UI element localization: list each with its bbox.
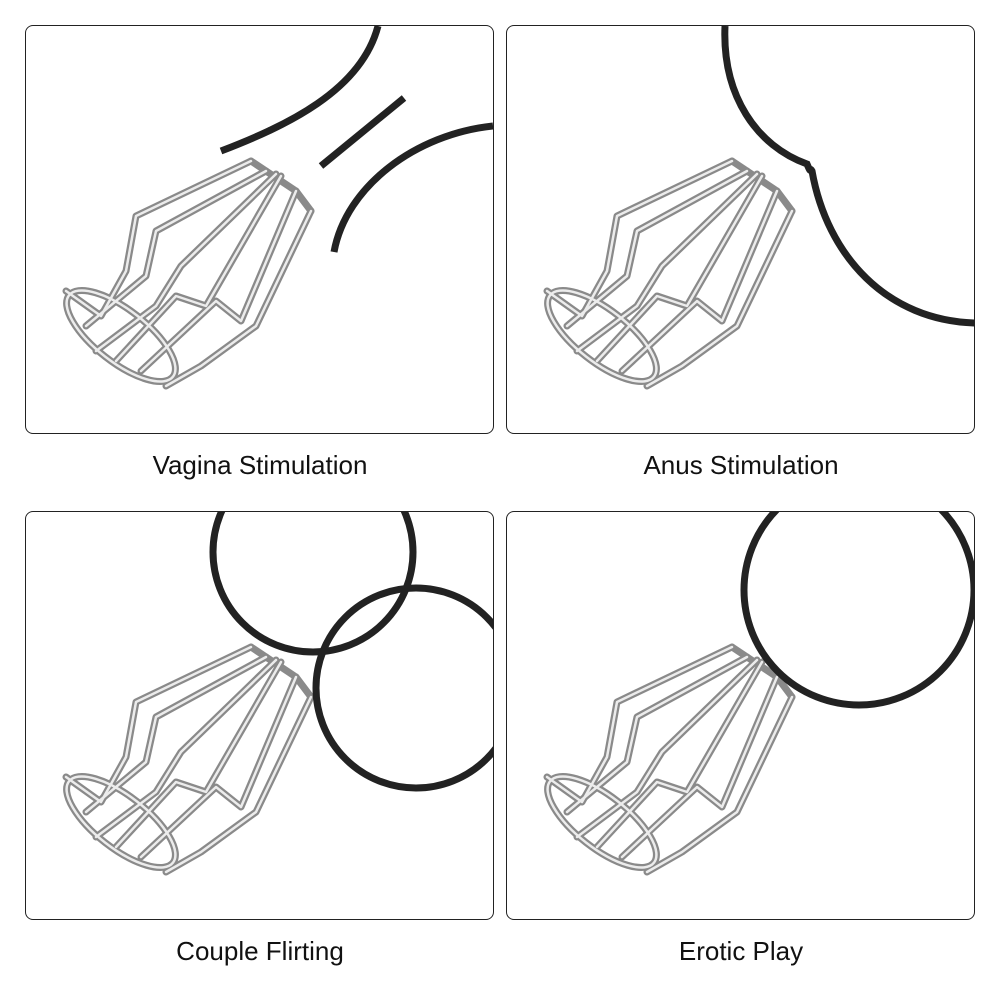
cage-plug-image [534, 161, 792, 397]
body-outline [721, 26, 974, 327]
body-outline [740, 512, 974, 709]
usage-illustration [26, 512, 493, 919]
panel-label: Erotic Play [678, 936, 804, 966]
panel-couple-flirting [25, 511, 494, 920]
panel-label: Vagina Stimulation [152, 450, 368, 480]
ring-outlines [209, 512, 493, 792]
panel-anus-stimulation [506, 25, 975, 434]
panel-erotic-play [506, 511, 975, 920]
panel-vagina-stimulation [25, 25, 494, 434]
body-outline [219, 26, 493, 253]
cage-plug-image [53, 647, 311, 883]
cage-plug-image [53, 161, 311, 397]
cage-plug-image [534, 647, 792, 883]
usage-illustration [26, 26, 493, 433]
usage-illustration [507, 26, 974, 433]
usage-illustration [507, 512, 974, 919]
panel-label: Anus Stimulation [643, 450, 839, 480]
panel-label: Couple Flirting [176, 936, 344, 966]
